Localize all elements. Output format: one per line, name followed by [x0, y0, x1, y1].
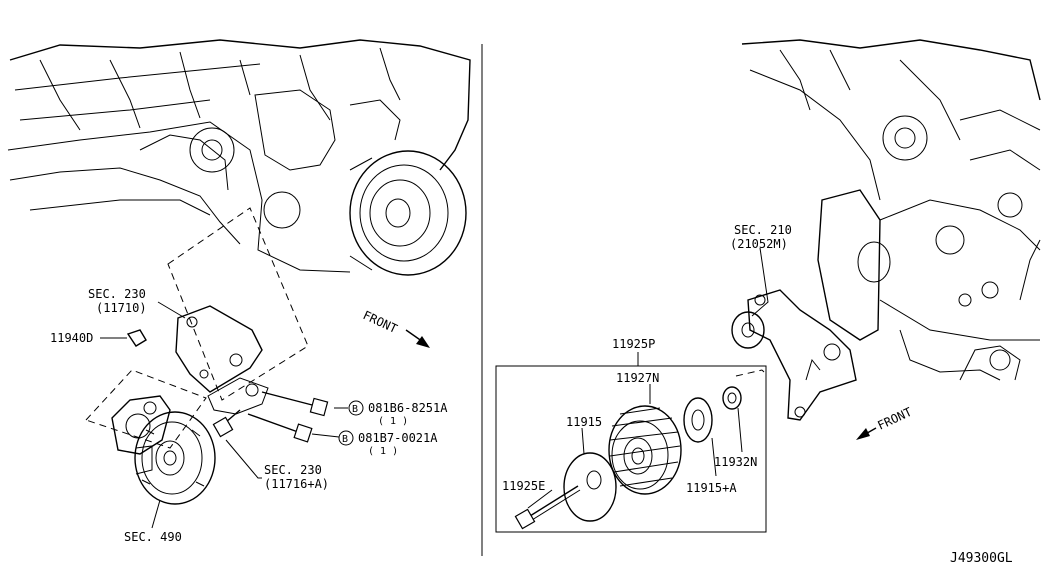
- parts-box: [495, 365, 767, 533]
- callout-b-2-letter: B: [342, 434, 348, 445]
- tensioner-bracket-drawing: [731, 289, 857, 421]
- label-sec210-ref: (21052M): [730, 237, 788, 251]
- label-11915: 11915: [566, 415, 602, 429]
- label-11915a: 11915+A: [686, 481, 737, 495]
- label-sec230-bottom-ref: (11716+A): [264, 477, 329, 491]
- label-sec210: SEC. 210: [734, 223, 792, 237]
- projection-line: [735, 369, 765, 377]
- callout-b-2: B: [338, 430, 354, 446]
- clip-11940d-drawing: [100, 329, 147, 347]
- label-sec230-top-ref: (11710): [96, 301, 147, 315]
- washer-11915-drawing: [563, 452, 617, 522]
- label-sec230-top: SEC. 230: [88, 287, 146, 301]
- washer-11915a-drawing: [683, 397, 713, 443]
- diagram-code: J49300GL: [950, 551, 1013, 566]
- label-bolt-b-qty: ( 1 ): [368, 446, 398, 457]
- power-steering-pump-drawing: [111, 395, 216, 505]
- callout-b-1: B: [348, 400, 364, 416]
- right-leaders: [527, 247, 769, 509]
- label-sec490: SEC. 490: [124, 530, 182, 544]
- label-11925e: 11925E: [502, 479, 545, 493]
- right-engine-drawing: [741, 39, 1041, 381]
- pulley-11927n-drawing: [608, 405, 682, 495]
- left-bolts: [212, 391, 329, 443]
- label-11940d: 11940D: [50, 331, 93, 345]
- front-arrow-right: FRONT: [856, 405, 914, 440]
- label-sec230-bottom: SEC. 230: [264, 463, 322, 477]
- label-bolt-b-code: 081B7-0021A: [358, 431, 438, 445]
- front-label-right: FRONT: [875, 405, 914, 433]
- bolt-11925e-drawing: [514, 485, 581, 530]
- front-arrow-left: FRONT: [361, 308, 430, 348]
- label-11927n: 11927N: [616, 371, 659, 385]
- label-11925p: 11925P: [612, 337, 655, 351]
- label-bolt-a-code: 081B6-8251A: [368, 401, 448, 415]
- left-leaders: [151, 301, 348, 529]
- front-label-left: FRONT: [361, 308, 400, 336]
- label-11932n: 11932N: [714, 455, 757, 469]
- callout-b-1-letter: B: [352, 404, 358, 415]
- spacer-11932n-drawing: [722, 386, 742, 410]
- bracket-sec230-drawing: [175, 305, 269, 415]
- label-bolt-a-qty: ( 1 ): [378, 416, 408, 427]
- left-engine-drawing: [7, 39, 471, 449]
